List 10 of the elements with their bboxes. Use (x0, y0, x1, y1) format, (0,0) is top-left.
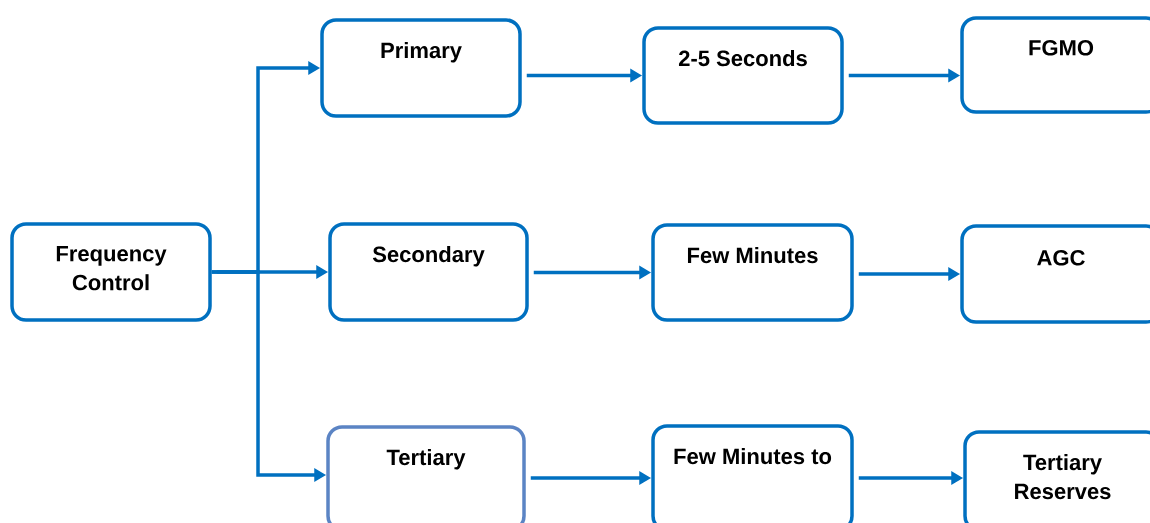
process-box: Primary (320, 18, 522, 118)
process-box: Tertiary Reserves (963, 430, 1150, 523)
process-box: Few Minutes to (651, 424, 854, 523)
process-box: Few Minutes (651, 223, 854, 322)
process-box: Frequency Control (10, 222, 212, 322)
process-box: Tertiary (326, 425, 526, 523)
process-box: 2-5 Seconds (642, 26, 844, 125)
process-box: AGC (960, 224, 1150, 324)
process-box: FGMO (960, 16, 1150, 114)
process-box: Secondary (328, 222, 529, 322)
